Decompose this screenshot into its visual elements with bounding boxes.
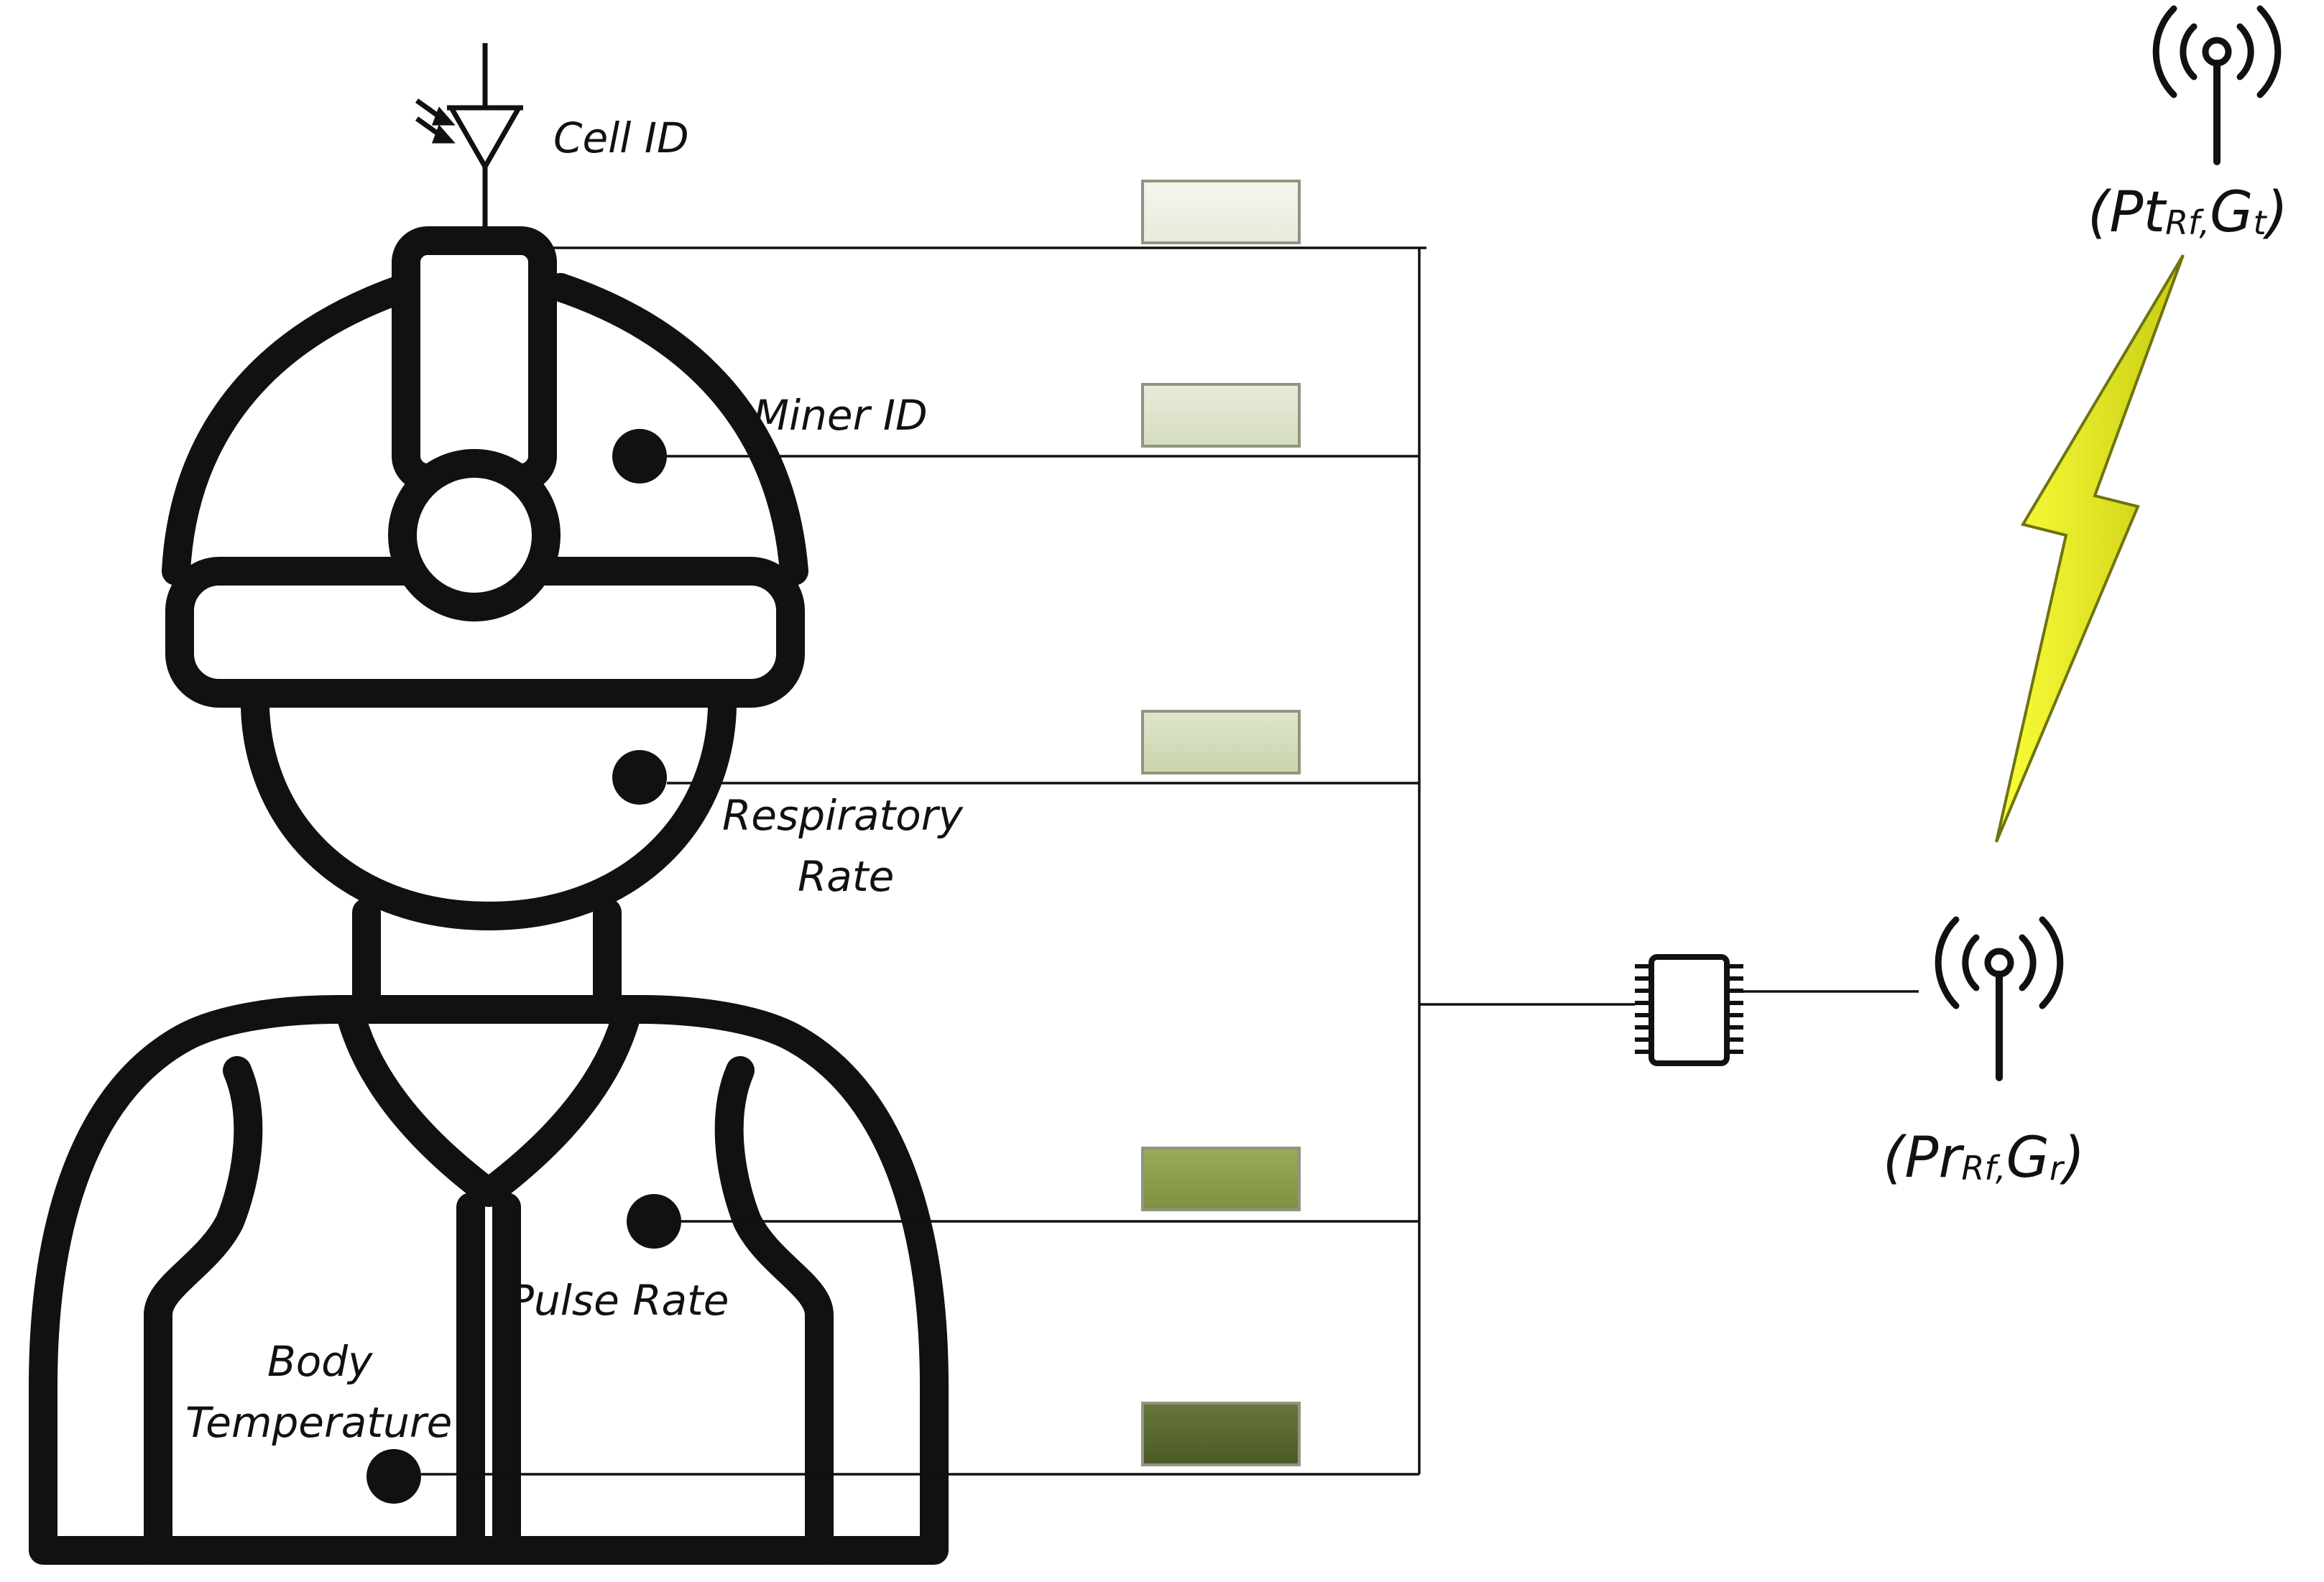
transmitter-formula: (PtRf,Gt) xyxy=(2088,180,2288,245)
sensor-dots xyxy=(366,429,681,1504)
respiratory-box xyxy=(1141,710,1301,774)
cell-id-box xyxy=(1141,180,1301,244)
miner-head xyxy=(240,679,737,930)
body-temperature-label-line1: Body xyxy=(267,1337,373,1386)
sensor-dot-pulse xyxy=(627,1194,681,1249)
sensor-dot-respiratory xyxy=(612,750,667,805)
miner-collar xyxy=(338,1006,640,1207)
respiratory-label-line2: Rate xyxy=(798,852,894,901)
miner-vest-left xyxy=(144,1056,263,1565)
body-temperature-box xyxy=(1141,1402,1301,1466)
microcontroller-chip-icon xyxy=(1635,954,1743,1066)
miner-helmet-dome xyxy=(162,273,808,586)
miner-headlamp xyxy=(388,449,561,621)
miner-body-outline xyxy=(29,995,949,1565)
receiver-formula: (PrRf,Gr) xyxy=(1883,1126,2085,1190)
miner-neck xyxy=(352,898,622,1024)
receiver-antenna-icon xyxy=(1935,916,2064,1081)
respiratory-label-line1: Respiratory xyxy=(722,791,964,840)
miner-id-label: Miner ID xyxy=(753,391,928,440)
cell-id-label: Cell ID xyxy=(553,114,689,162)
miner-helmet-strap xyxy=(392,226,557,492)
sensor-dot-body-temperature xyxy=(366,1449,421,1504)
miner-id-box xyxy=(1141,383,1301,448)
pulse-rate-label: Pulse Rate xyxy=(509,1276,729,1325)
transmitter-antenna-icon xyxy=(2152,5,2282,165)
body-temperature-label-line2: Temperature xyxy=(185,1398,452,1447)
miner-vest-right xyxy=(714,1056,834,1565)
sensor-boxes xyxy=(1141,180,1301,1466)
pulse-rate-box xyxy=(1141,1147,1301,1211)
lightning-bolt-icon xyxy=(1995,254,2185,843)
connector-lines xyxy=(421,246,1919,1476)
miner-placket xyxy=(456,1193,521,1565)
sensor-dot-miner-id xyxy=(612,429,667,484)
led-icon xyxy=(415,43,524,237)
